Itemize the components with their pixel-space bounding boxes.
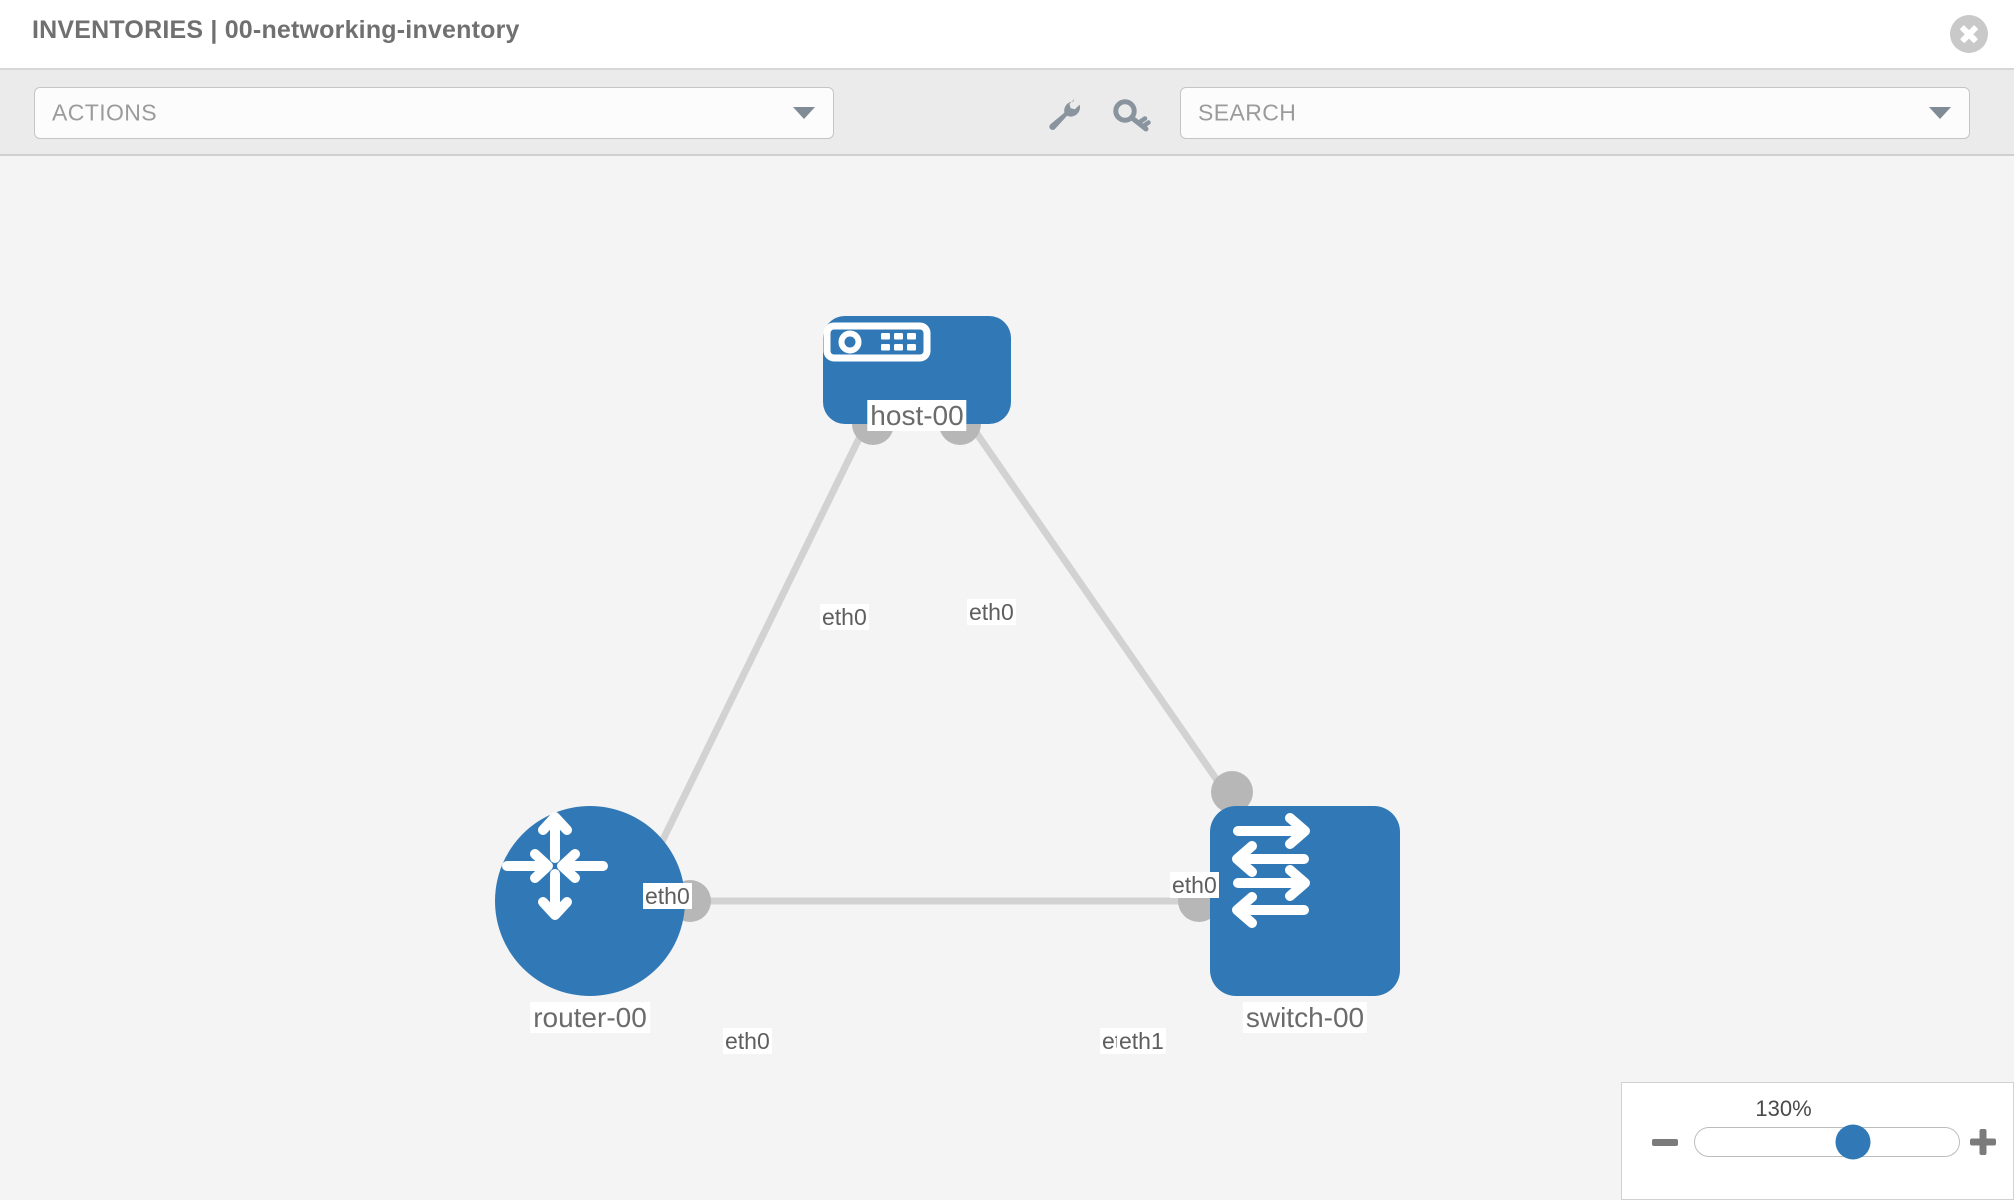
node-label-router: router-00 [530, 1002, 650, 1034]
port-label-switch-up: eth0 [1170, 872, 1219, 899]
node-router-00[interactable]: router-00 [495, 806, 685, 1034]
chevron-down-icon [1929, 107, 1951, 119]
zoom-control: 130% [1621, 1082, 2014, 1200]
port-label-router-up: eth0 [643, 883, 692, 910]
zoom-in-button[interactable] [1969, 1128, 1997, 1156]
search-input[interactable]: SEARCH [1180, 87, 1970, 139]
host-icon [823, 316, 1011, 424]
topology-links [630, 403, 1253, 922]
node-label-switch: switch-00 [1242, 1002, 1368, 1034]
key-icon[interactable] [1112, 98, 1154, 134]
actions-dropdown-label: ACTIONS [52, 99, 158, 126]
zoom-out-button[interactable] [1652, 1139, 1678, 1146]
port-label-router-right: eth0 [723, 1028, 772, 1055]
zoom-slider-track[interactable] [1694, 1124, 1960, 1160]
wrench-icon[interactable] [1043, 98, 1085, 134]
toolbar: ACTIONS SEARCH [0, 70, 2014, 156]
port-label-switch-left-b: eth1 [1117, 1028, 1166, 1055]
link-host-switch[interactable] [963, 416, 1231, 798]
page-title: INVENTORIES | 00-networking-inventory [32, 16, 520, 44]
chevron-down-icon [793, 107, 815, 119]
port-label-host-right: eth0 [967, 599, 1016, 626]
search-placeholder: SEARCH [1198, 99, 1297, 126]
close-icon[interactable] [1950, 15, 1988, 53]
switch-icon [1210, 806, 1400, 996]
node-label-host: host-00 [867, 400, 967, 432]
zoom-slider-thumb[interactable] [1835, 1124, 1871, 1160]
page-header: INVENTORIES | 00-networking-inventory [0, 0, 2014, 70]
actions-dropdown[interactable]: ACTIONS [34, 87, 834, 139]
node-switch-00[interactable]: switch-00 [1210, 806, 1400, 1034]
connector-switch-up[interactable] [1211, 771, 1253, 813]
port-label-host-left: eth0 [820, 604, 869, 631]
zoom-level-label: 130% [1755, 1096, 1812, 1121]
topology-canvas[interactable]: host-00 [0, 156, 2014, 1200]
node-host-00[interactable]: host-00 [823, 316, 1011, 432]
link-host-router[interactable] [651, 416, 873, 858]
